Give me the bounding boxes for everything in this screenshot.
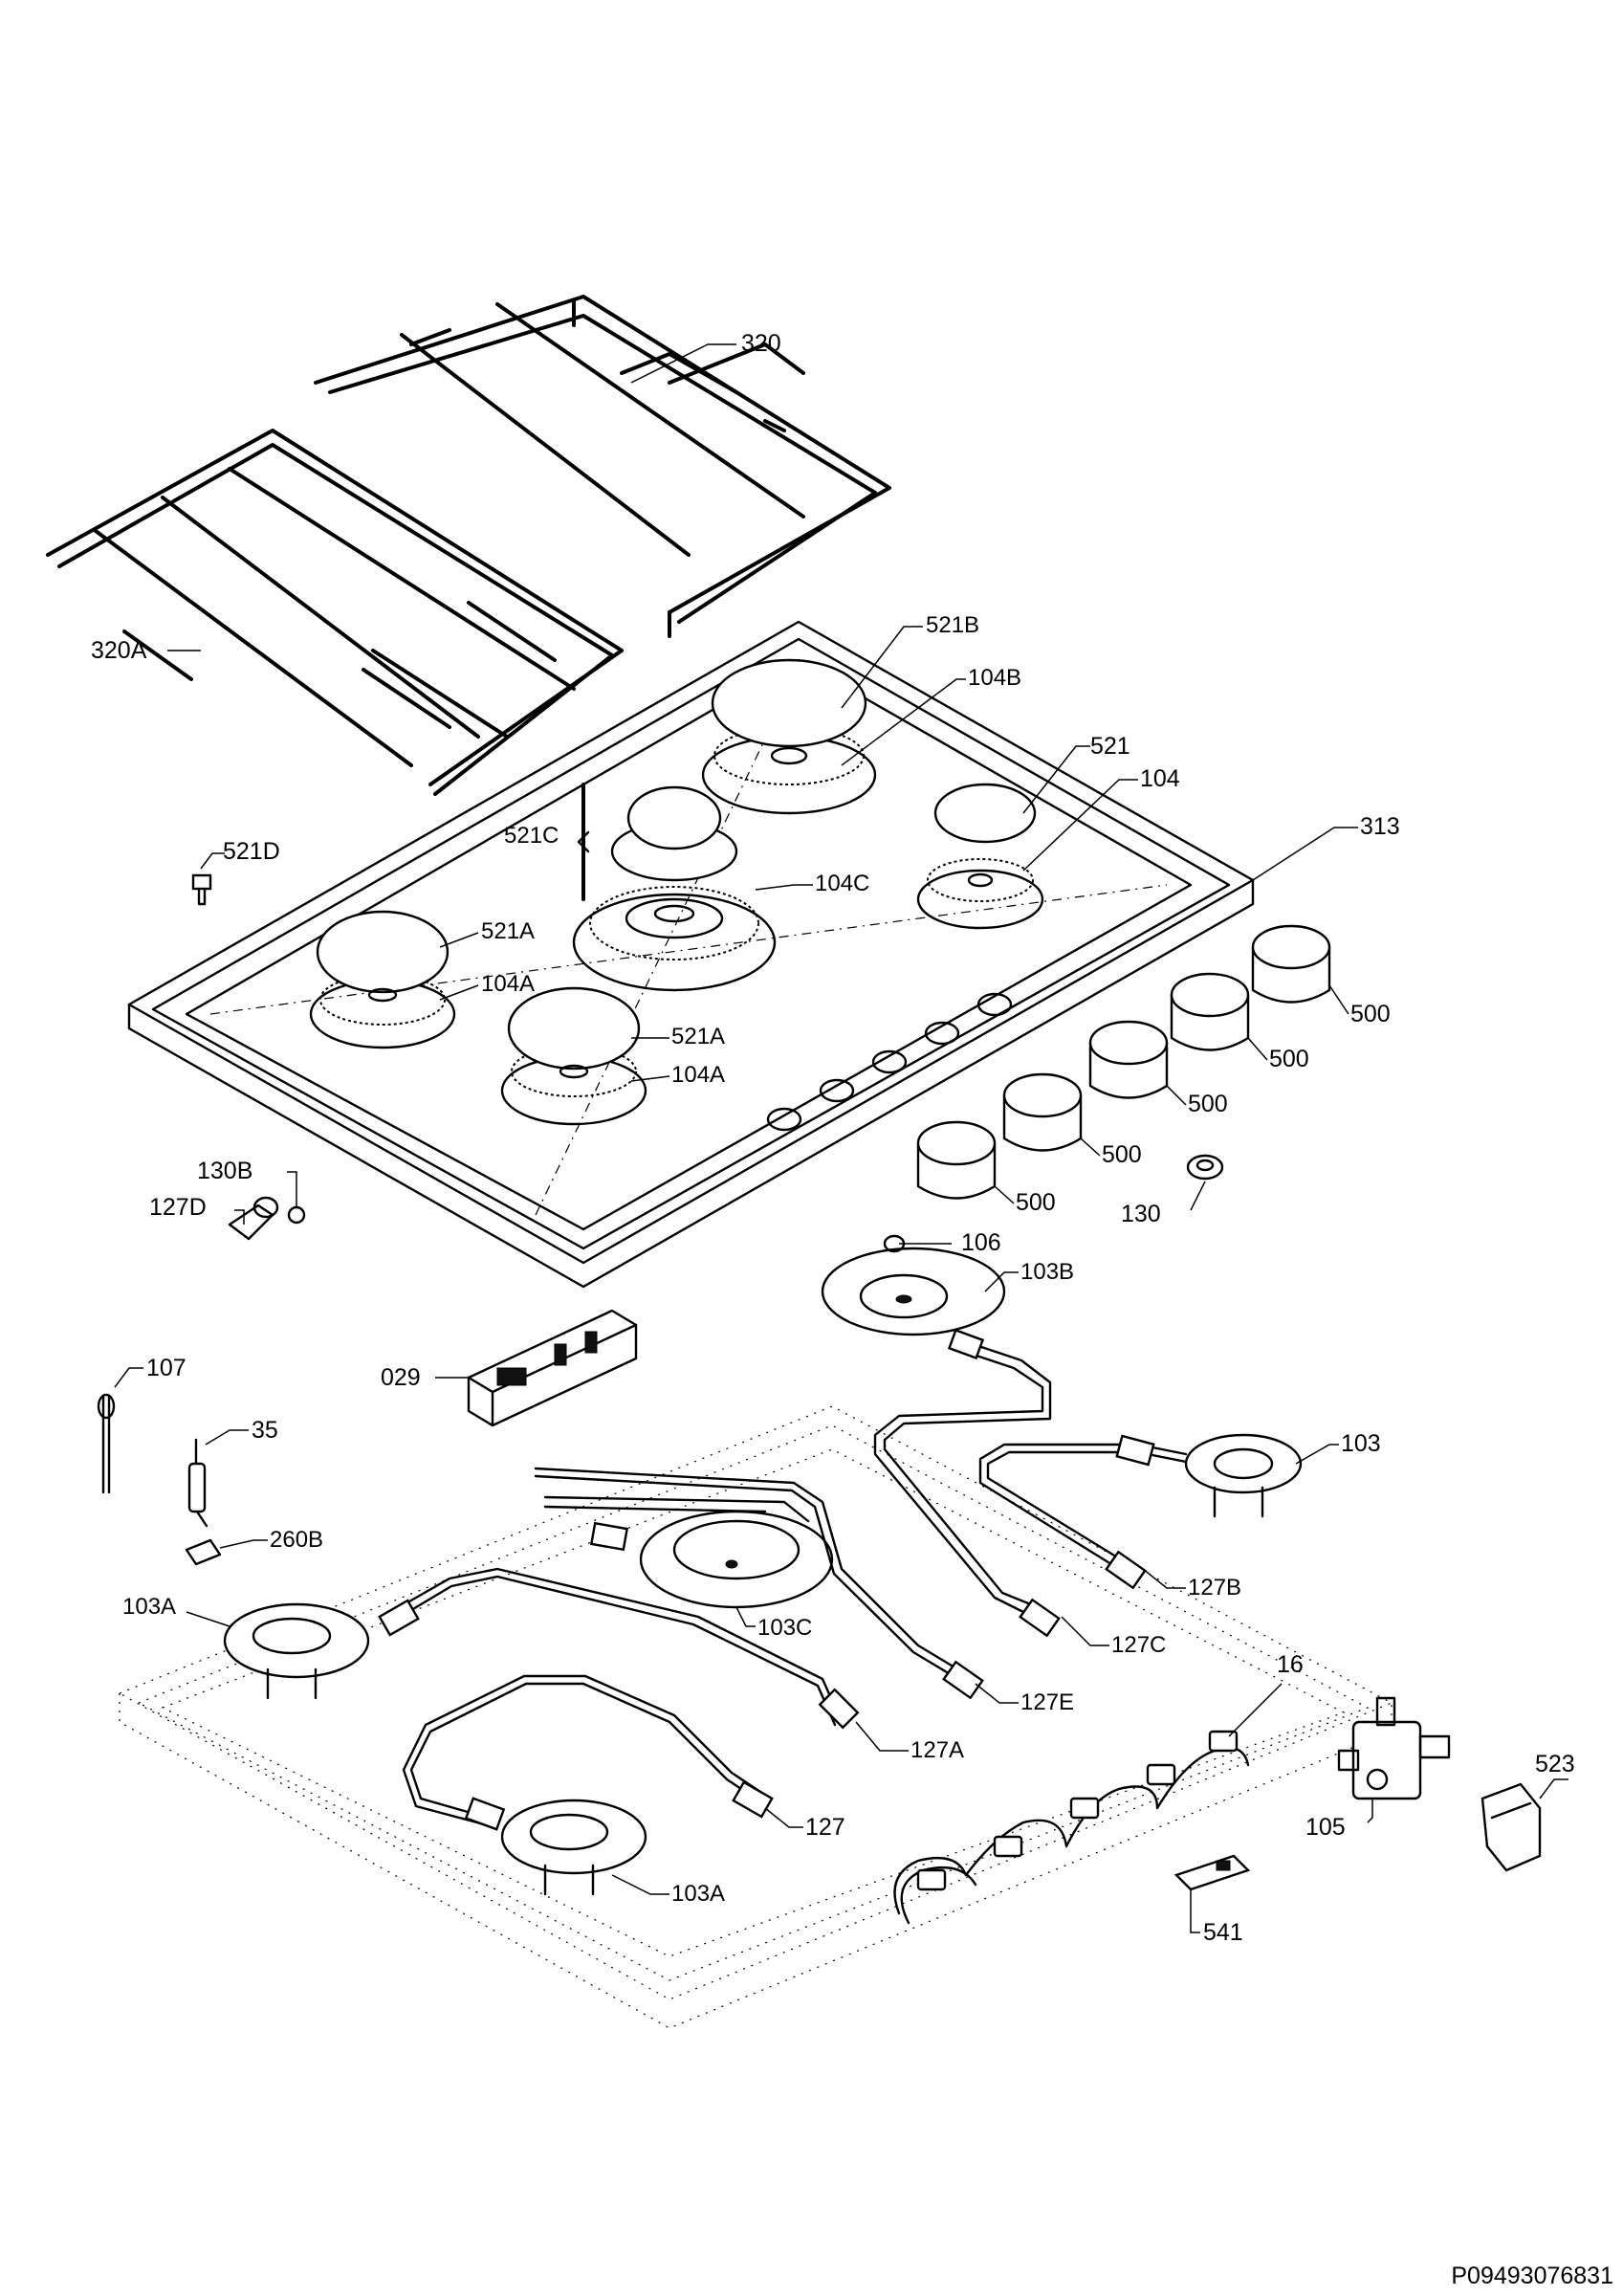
elbow-127d xyxy=(228,1196,306,1241)
gas-valve-105 xyxy=(1337,1696,1451,1800)
switch-541 xyxy=(1173,1854,1251,1891)
document-code: P09493076831 xyxy=(1451,2263,1613,2289)
label-103c: 103C xyxy=(757,1615,813,1641)
label-521d: 521D xyxy=(223,838,280,865)
label-521a-1: 521A xyxy=(481,918,536,944)
label-16: 16 xyxy=(1277,1651,1304,1678)
knob-holes xyxy=(766,992,1013,1132)
burner-104b-large xyxy=(701,658,877,815)
label-521a-2: 521A xyxy=(671,1024,726,1049)
ignition-module-029 xyxy=(467,1309,638,1427)
label-103a-1: 103A xyxy=(122,1594,177,1620)
thermocouple-107 xyxy=(97,1393,116,1494)
label-500-3: 500 xyxy=(1188,1091,1228,1117)
label-104a-1: 104A xyxy=(481,971,536,997)
burner-base-103c xyxy=(639,1510,834,1609)
pan-support-320 xyxy=(314,295,891,638)
burner-base-103a-left xyxy=(223,1602,370,1700)
label-521: 521 xyxy=(1090,733,1130,760)
screw-521d xyxy=(191,873,212,906)
label-107: 107 xyxy=(146,1355,186,1381)
label-521c: 521C xyxy=(504,823,559,849)
label-313: 313 xyxy=(1360,813,1400,840)
label-500-5: 500 xyxy=(1016,1189,1056,1216)
label-130: 130 xyxy=(1121,1201,1161,1227)
knobs-500 xyxy=(916,924,1331,1200)
label-106: 106 xyxy=(961,1229,1001,1256)
label-320: 320 xyxy=(741,330,781,357)
label-127b: 127B xyxy=(1188,1575,1242,1601)
label-127e: 127E xyxy=(1020,1689,1075,1715)
pipe-fittings xyxy=(378,1328,1155,1831)
label-103a-2: 103A xyxy=(671,1881,726,1907)
label-104a-2: 104A xyxy=(671,1062,726,1088)
ring-130 xyxy=(1186,1154,1224,1181)
label-523: 523 xyxy=(1535,1751,1575,1777)
label-029: 029 xyxy=(381,1364,421,1391)
label-104: 104 xyxy=(1140,765,1180,792)
burner-104a-front xyxy=(500,986,647,1126)
label-103b: 103B xyxy=(1020,1259,1075,1285)
label-500-2: 500 xyxy=(1269,1046,1309,1072)
hob-top-313 xyxy=(127,620,1255,1289)
label-104c: 104C xyxy=(815,871,870,896)
label-104b: 104B xyxy=(968,665,1022,691)
label-500-1: 500 xyxy=(1350,1001,1391,1027)
burner-104a-left xyxy=(309,910,456,1049)
pan-support-320a xyxy=(46,429,624,796)
leader-lines xyxy=(114,343,1568,1933)
label-260b: 260B xyxy=(270,1527,324,1553)
electrode-35 xyxy=(187,1438,208,1528)
label-103: 103 xyxy=(1341,1430,1381,1457)
bracket-521c-brace xyxy=(577,830,590,853)
burner-base-103b xyxy=(821,1234,1006,1336)
burner-base-103 xyxy=(1184,1433,1303,1518)
burner-104-small xyxy=(916,783,1044,930)
label-127c: 127C xyxy=(1111,1632,1167,1658)
clip-260b xyxy=(185,1538,222,1566)
label-105: 105 xyxy=(1305,1814,1346,1841)
label-127a: 127A xyxy=(910,1737,965,1763)
burner-104c-wok xyxy=(572,785,777,992)
bracket-523 xyxy=(1480,1782,1542,1872)
label-130b: 130B xyxy=(197,1158,253,1184)
label-127: 127 xyxy=(805,1814,845,1841)
burner-base-103a-front xyxy=(500,1799,647,1896)
label-320a: 320A xyxy=(91,637,147,664)
label-521b: 521B xyxy=(926,612,980,638)
label-35: 35 xyxy=(252,1417,278,1444)
label-127d: 127D xyxy=(149,1194,207,1221)
base-tray xyxy=(118,1405,1393,2029)
label-500-4: 500 xyxy=(1102,1141,1142,1168)
label-541: 541 xyxy=(1203,1919,1243,1946)
